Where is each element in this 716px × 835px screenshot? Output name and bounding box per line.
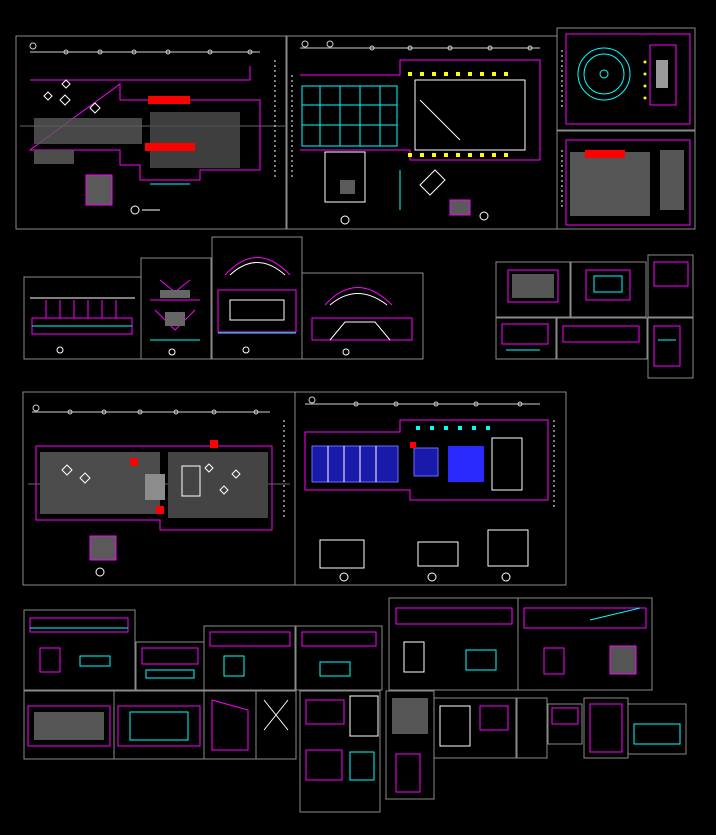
sheet-elevation-row-2[interactable] — [23, 690, 435, 813]
sheet-floor-plan-1[interactable] — [15, 35, 287, 230]
sheet-section-3[interactable] — [301, 272, 424, 360]
sheet-detail-plan-2[interactable] — [556, 130, 696, 230]
sheet-section-2[interactable] — [211, 236, 303, 360]
sheet-floor-plan-2[interactable] — [22, 391, 296, 586]
sheet-elevation-row-1[interactable] — [23, 597, 653, 691]
sheet-round-plan[interactable] — [556, 27, 696, 131]
sheet-elevation-group-right[interactable] — [495, 254, 694, 379]
sheet-ceiling-plan-1[interactable] — [286, 35, 558, 230]
sheet-ceiling-plan-2[interactable] — [294, 391, 567, 586]
sheet-detail-row[interactable] — [433, 697, 687, 759]
sheet-elevation-1[interactable] — [23, 276, 142, 360]
sheet-section-1[interactable] — [140, 257, 212, 360]
